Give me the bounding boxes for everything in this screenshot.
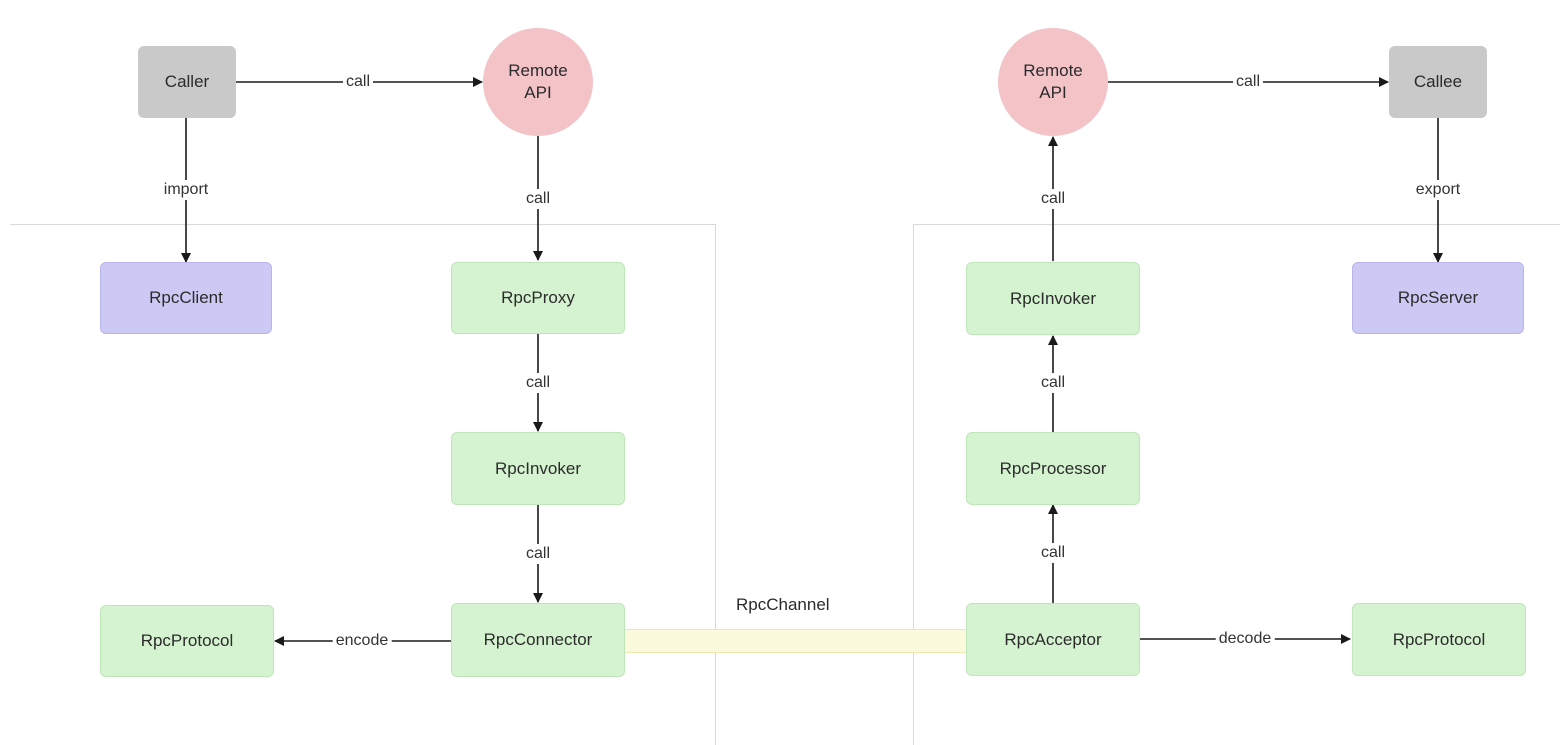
- remote-api-node-client[interactable]: Remote API: [483, 28, 593, 136]
- rpc-proxy-node[interactable]: RpcProxy: [451, 262, 625, 334]
- caller-node[interactable]: Caller: [138, 46, 236, 118]
- edge-label-call: call: [1037, 543, 1069, 563]
- edge-label-call: call: [1037, 189, 1069, 209]
- edge-label-decode: decode: [1215, 629, 1275, 649]
- rpc-channel-bar: [624, 629, 967, 653]
- remote-api-node-server[interactable]: Remote API: [998, 28, 1108, 136]
- edge-label-call: call: [342, 72, 374, 92]
- edge-label-import: import: [160, 180, 212, 200]
- rpc-invoker-node-server[interactable]: RpcInvoker: [966, 262, 1140, 335]
- rpc-server-node[interactable]: RpcServer: [1352, 262, 1524, 334]
- callee-node[interactable]: Callee: [1389, 46, 1487, 118]
- rpc-connector-node[interactable]: RpcConnector: [451, 603, 625, 677]
- edge-label-export: export: [1412, 180, 1464, 200]
- rpc-client-node[interactable]: RpcClient: [100, 262, 272, 334]
- rpc-acceptor-node[interactable]: RpcAcceptor: [966, 603, 1140, 676]
- edge-label-call: call: [522, 189, 554, 209]
- rpc-channel-label: RpcChannel: [736, 595, 830, 614]
- edge-label-call: call: [1232, 72, 1264, 92]
- edge-label-call: call: [522, 373, 554, 393]
- rpc-protocol-node-server[interactable]: RpcProtocol: [1352, 603, 1526, 676]
- edge-label-call: call: [522, 544, 554, 564]
- edge-label-call: call: [1037, 373, 1069, 393]
- rpc-invoker-node-client[interactable]: RpcInvoker: [451, 432, 625, 505]
- rpc-protocol-node-client[interactable]: RpcProtocol: [100, 605, 274, 677]
- edge-label-encode: encode: [332, 631, 392, 651]
- rpc-processor-node[interactable]: RpcProcessor: [966, 432, 1140, 505]
